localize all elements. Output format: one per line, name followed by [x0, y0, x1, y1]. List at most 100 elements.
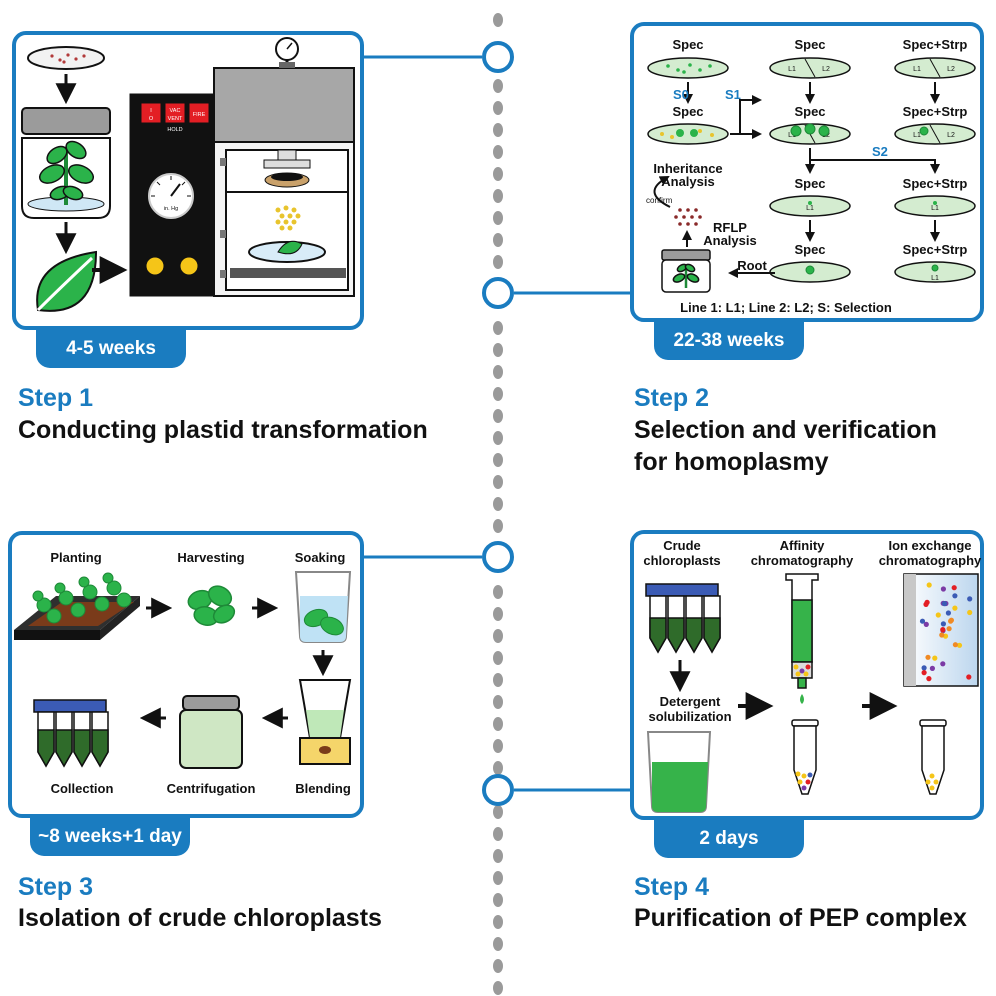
label-inheritance-2: Analysis — [661, 174, 714, 189]
label-spec-4: Spec — [794, 104, 825, 119]
timeline-dot — [493, 959, 503, 973]
label-spec-strp-3: Spec+Strp — [903, 176, 968, 191]
ion-particle — [946, 626, 952, 632]
ion-particle — [935, 612, 941, 618]
plate-l1-b: L1 — [913, 66, 921, 73]
label-spec-strp-1: Spec+Strp — [903, 37, 968, 52]
ion-particle — [940, 661, 946, 667]
ion-particle — [923, 621, 929, 628]
timeline-dot — [493, 717, 503, 731]
timeline-dot — [493, 607, 503, 621]
plate-l2-a: L2 — [822, 66, 830, 73]
plate-l1-c: L1 — [788, 132, 796, 139]
small-plant-jar-icon — [661, 249, 711, 293]
device-button1-bottom: O — [149, 116, 154, 122]
step2-duration-badge: 22-38 weeks — [654, 322, 804, 360]
step4-title: Purification of PEP complex — [634, 904, 967, 932]
label-spec-3: Spec — [794, 37, 825, 52]
plant-jar-icon — [21, 107, 111, 219]
timeline-dot — [493, 475, 503, 489]
timeline-dot — [493, 431, 503, 445]
ion-particle — [966, 674, 972, 680]
label-ion-2: chromatography — [879, 553, 982, 568]
ion-particle — [952, 605, 958, 611]
step4-duration-badge: 2 days — [654, 820, 804, 858]
label-s1: S1 — [725, 87, 741, 102]
gene-gun-device: I O VAC VENT FIRE HOLD in. Hg — [129, 37, 355, 297]
ion-particle — [945, 610, 952, 616]
timeline-dot — [493, 233, 503, 247]
step2-legend: Line 1: L1; Line 2: L2; S: Selection — [680, 300, 892, 315]
timeline-connectors — [360, 55, 632, 792]
gauge-unit: in. Hg — [164, 206, 178, 212]
timeline-dot — [493, 585, 503, 599]
label-collection: Collection — [51, 781, 114, 796]
timeline-dot — [493, 123, 503, 137]
ion-particle — [956, 642, 963, 648]
plate-l2-b: L2 — [947, 66, 955, 73]
timeline-dot — [493, 695, 503, 709]
label-ion-1: Ion exchange — [888, 538, 971, 553]
step2-title-line2: for homoplasmy — [634, 448, 829, 476]
ion-particle — [932, 655, 938, 661]
ion-particle — [940, 586, 947, 592]
label-inheritance-1: Inheritance — [653, 161, 722, 176]
plate-l1-g: L1 — [931, 275, 939, 282]
timeline-node-step2 — [482, 277, 514, 309]
timeline-dot — [493, 937, 503, 951]
label-blending: Blending — [295, 781, 351, 796]
petri-dish-icon — [27, 46, 105, 70]
timeline-dot — [493, 255, 503, 269]
ion-particle — [967, 596, 973, 602]
label-crude-2: chloroplasts — [643, 553, 720, 568]
ion-particle — [926, 582, 932, 588]
ion-particle — [924, 599, 930, 606]
timeline-dot — [493, 761, 503, 775]
label-s2: S2 — [872, 144, 888, 159]
timeline-dot — [493, 409, 503, 423]
timeline-dot — [493, 453, 503, 467]
timeline-dot — [493, 871, 503, 885]
step2-title-line1: Selection and verification — [634, 416, 937, 444]
plate-l2-d: L2 — [947, 132, 955, 139]
timeline-node-step3 — [482, 541, 514, 573]
timeline-dot — [493, 211, 503, 225]
label-spec-2: Spec — [672, 104, 703, 119]
ion-particle — [925, 654, 931, 660]
timeline-node-step4 — [482, 774, 514, 806]
plate-l1-d: L1 — [913, 132, 921, 139]
ion-particle — [940, 627, 946, 633]
device-hold: HOLD — [167, 127, 182, 133]
ion-particle — [921, 670, 927, 676]
step3-number: Step 3 — [18, 873, 94, 901]
timeline-dot — [493, 321, 503, 335]
timeline-dot — [493, 827, 503, 841]
plate-l1-a: L1 — [788, 66, 796, 73]
label-planting: Planting — [50, 550, 101, 565]
timeline-dot — [493, 79, 503, 93]
label-rflp-1: RFLP — [713, 220, 747, 235]
timeline-dot — [493, 651, 503, 665]
label-detergent-1: Detergent — [660, 694, 721, 709]
label-s0: S0 — [673, 87, 689, 102]
device-button2-top: VAC — [170, 108, 181, 114]
timeline-dots — [493, 13, 503, 995]
timeline-dot — [493, 343, 503, 357]
step3-illustration: Planting Harvesting Soaking Blending Cen… — [14, 550, 352, 796]
step4-illustration: Crude chloroplasts Affinity chromatograp… — [643, 538, 982, 813]
label-spec-5: Spec — [794, 176, 825, 191]
timeline-dot — [493, 519, 503, 533]
label-root: Root — [737, 258, 767, 273]
label-harvesting: Harvesting — [177, 550, 244, 565]
timeline-dot — [493, 13, 503, 27]
timeline-dot — [493, 145, 503, 159]
label-centrifugation: Centrifugation — [167, 781, 256, 796]
timeline-dot — [493, 387, 503, 401]
timeline-dot — [493, 629, 503, 643]
label-affinity-2: chromatography — [751, 553, 854, 568]
ion-particle — [939, 632, 945, 638]
device-button2-bottom: VENT — [168, 116, 183, 122]
step1-duration-badge: 4-5 weeks — [36, 330, 186, 368]
label-rflp-2: Analysis — [703, 233, 756, 248]
ion-particle — [967, 609, 973, 616]
